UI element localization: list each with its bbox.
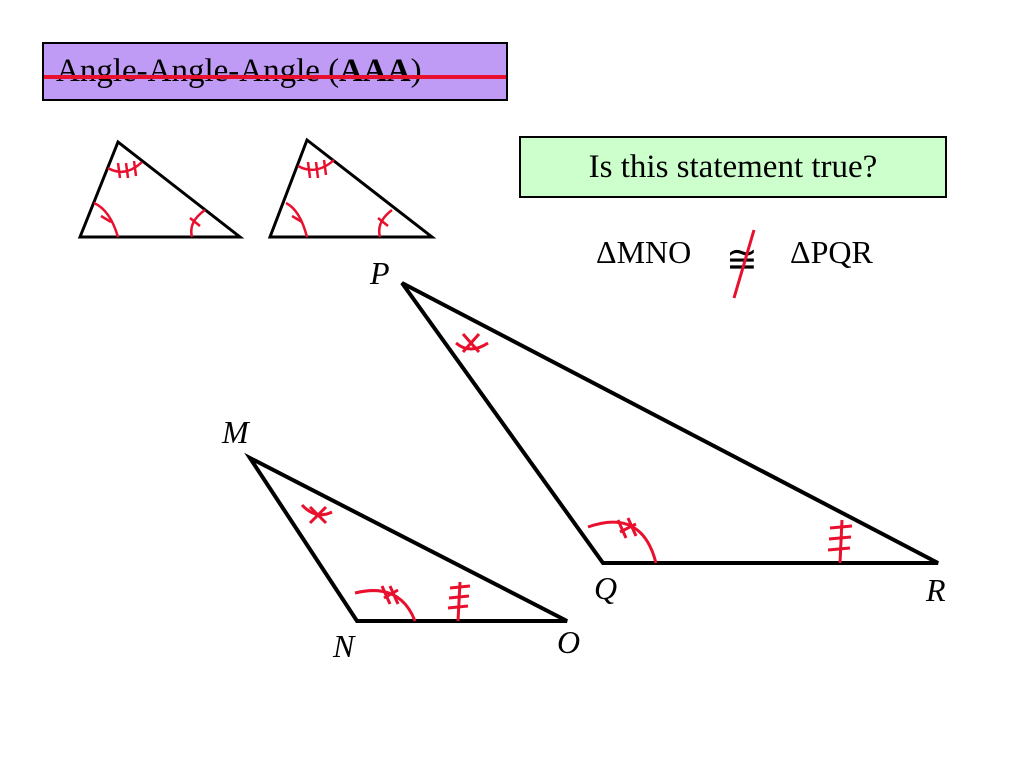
- example-triangle-2-marks: [285, 159, 393, 238]
- example-triangle-1: [77, 139, 245, 239]
- title-suffix: ): [410, 53, 422, 89]
- vertex-label-m: M: [222, 414, 249, 450]
- question-box: Is this statement true?: [519, 136, 947, 198]
- vertex-label-o: O: [557, 624, 581, 660]
- triangle-pqr: [400, 281, 939, 565]
- example-triangle-1-marks: [93, 160, 206, 238]
- vertex-label-n: N: [333, 628, 355, 664]
- triangle-mno: [244, 452, 568, 623]
- triangle-pqr-marks: [455, 333, 853, 564]
- title-text: Angle-Angle-Angle (AAA): [56, 53, 422, 90]
- vertex-label-q: Q: [594, 570, 618, 606]
- example-triangle-2: [267, 137, 437, 239]
- not-congruent-icon: ≅: [726, 229, 758, 299]
- vertex-label-p: P: [370, 255, 390, 291]
- statement-left: ΔMNO: [596, 234, 692, 270]
- title-strikethrough: [44, 75, 506, 79]
- title-banner: Angle-Angle-Angle (AAA): [42, 42, 508, 101]
- triangle-mno-marks: [300, 503, 471, 622]
- title-prefix: Angle-Angle-Angle (: [56, 53, 340, 89]
- statement-right: ΔPQR: [790, 234, 873, 270]
- vertex-label-r: R: [926, 572, 946, 608]
- title-bold: AAA: [339, 53, 411, 89]
